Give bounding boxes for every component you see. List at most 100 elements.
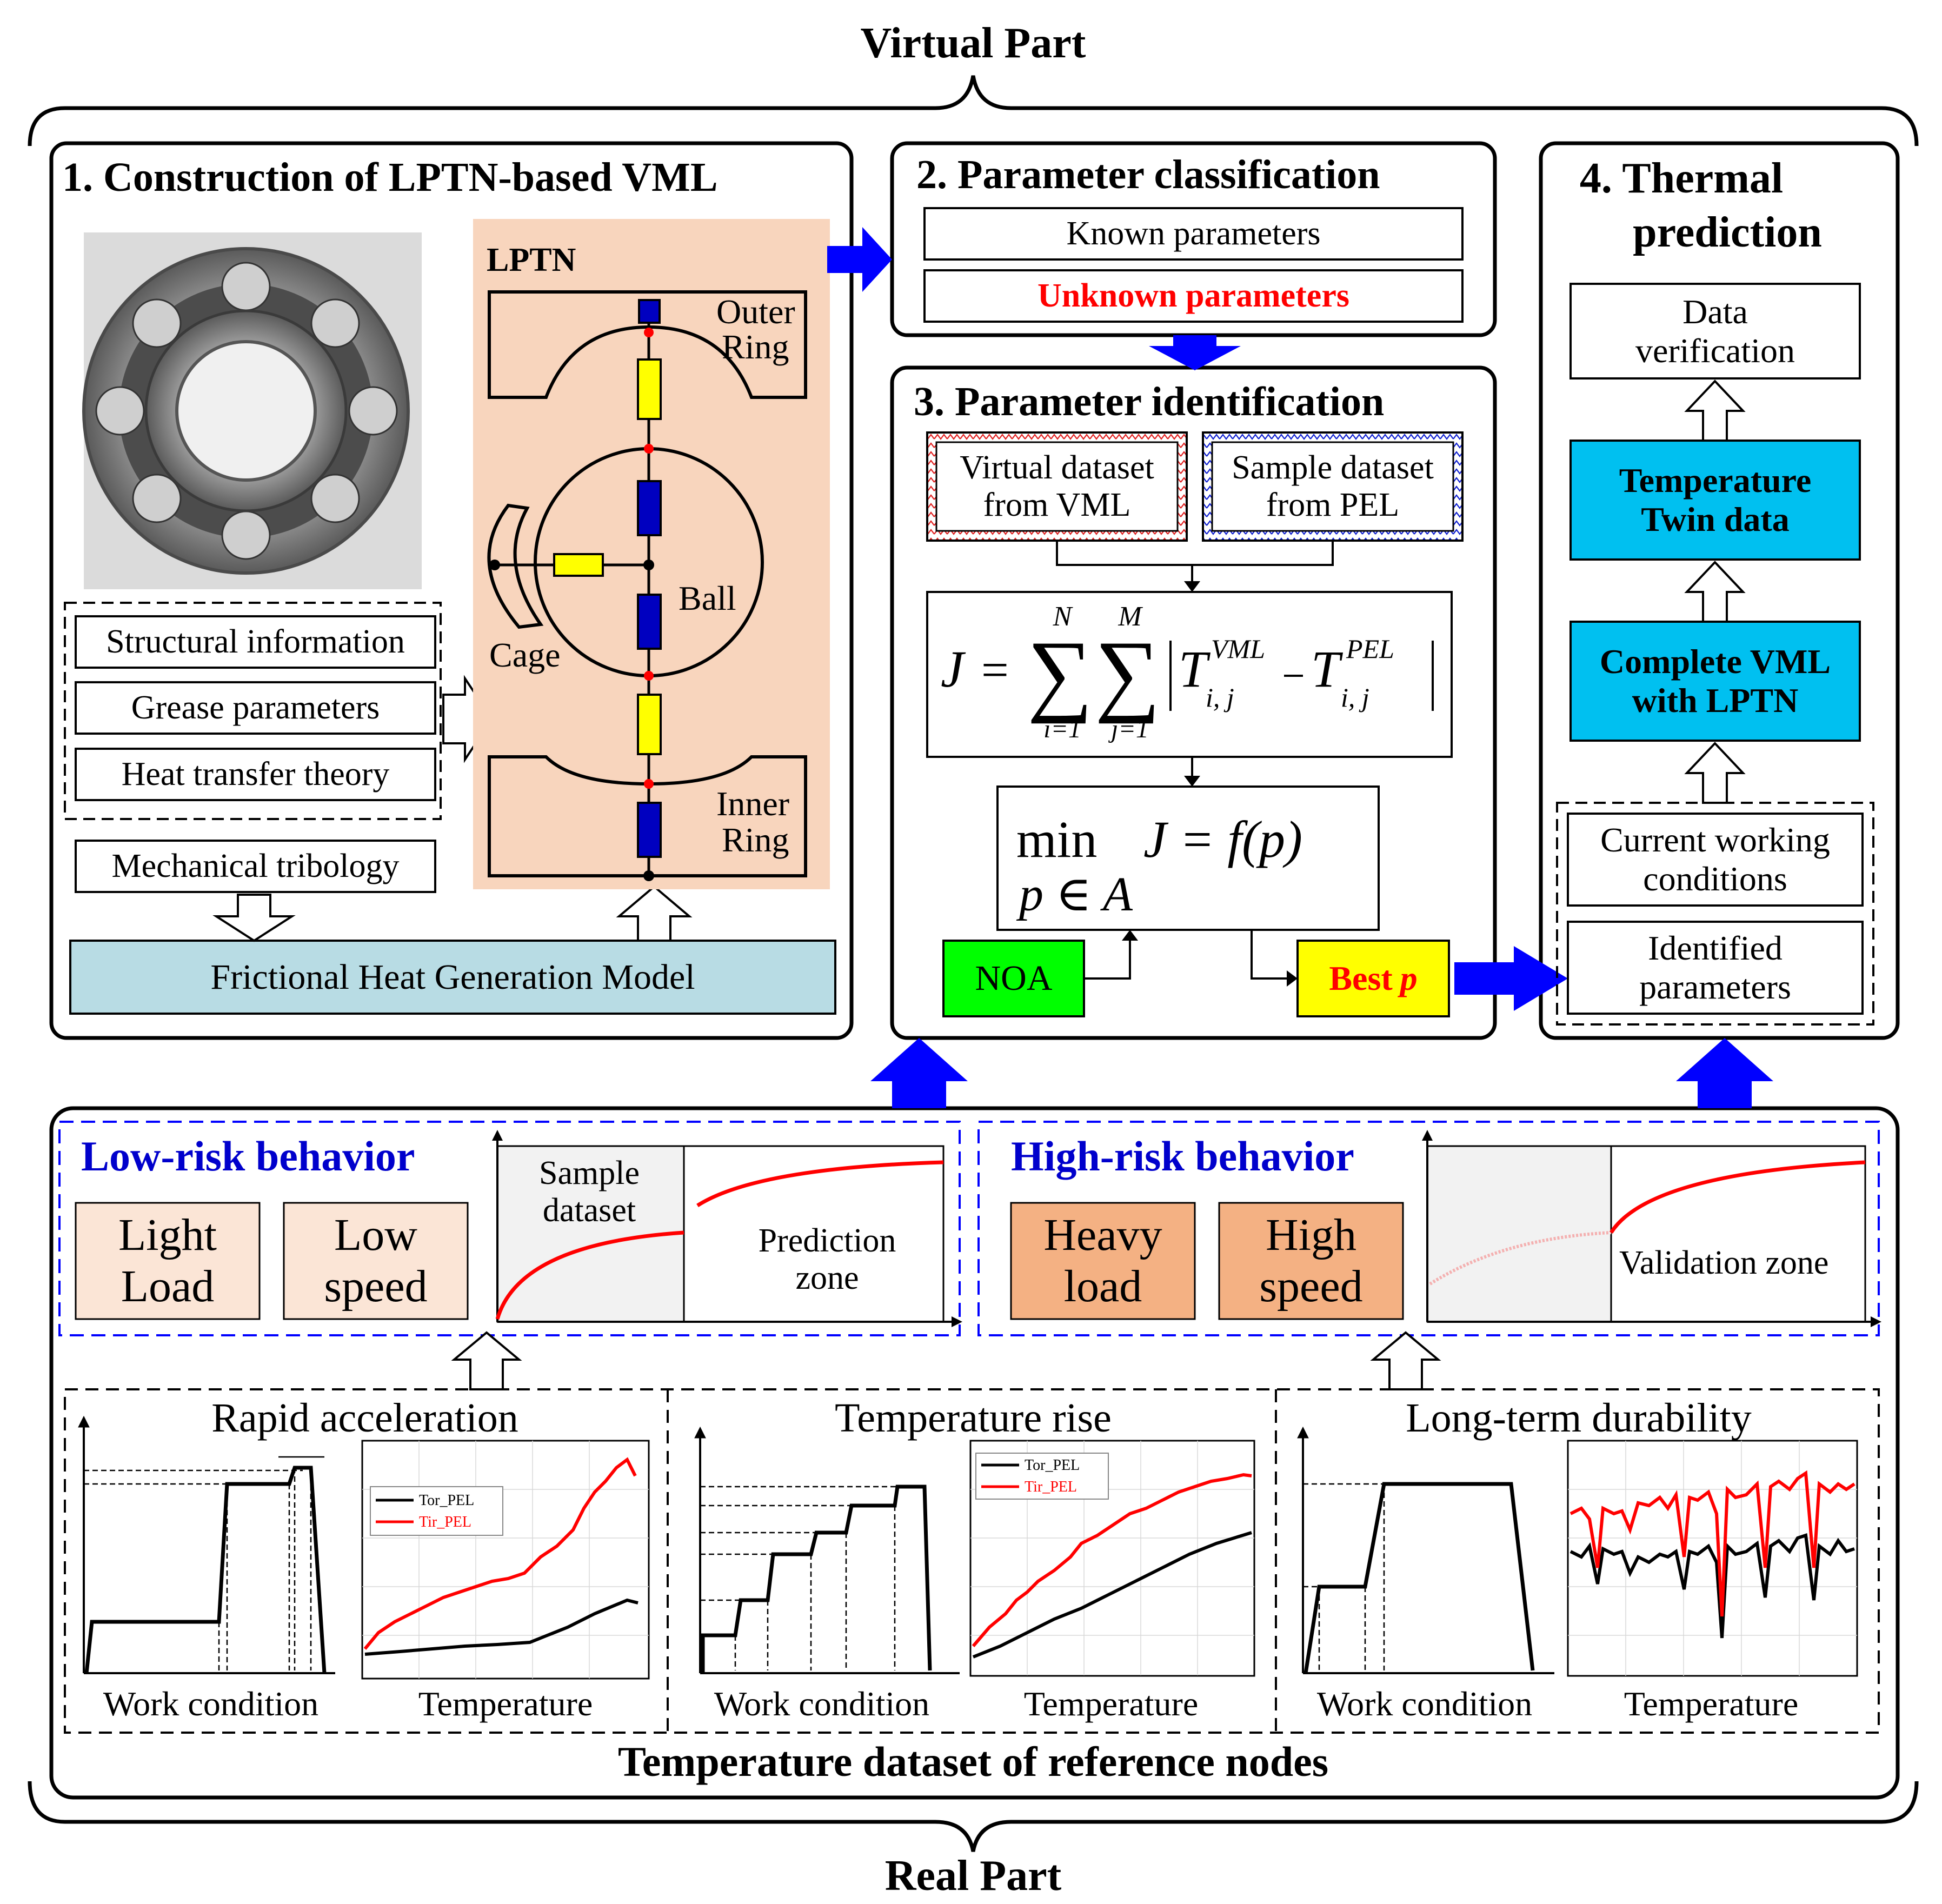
panel2-title: 2. Parameter classification xyxy=(916,152,1380,197)
panel4-title-1: 4. Thermal xyxy=(1579,155,1784,202)
unknown-parameters: Unknown parameters xyxy=(1037,277,1349,314)
virtual-dataset-line2: from VML xyxy=(983,487,1131,523)
info-grease: Grease parameters xyxy=(131,689,380,726)
cond2-legend-tor: Tor_PEL xyxy=(1025,1457,1080,1474)
light-load-line1: Light xyxy=(118,1210,217,1261)
dataset-title: Temperature dataset of reference nodes xyxy=(617,1738,1329,1785)
panel4-title-2: prediction xyxy=(1633,209,1822,256)
cond1-left-caption: Work condition xyxy=(103,1685,319,1723)
formula-T2: T xyxy=(1311,640,1340,698)
low-risk-title: Low-risk behavior xyxy=(81,1133,415,1180)
sum-upper-N: N xyxy=(1053,601,1072,632)
complete-vml-line2: with LPTN xyxy=(1632,681,1799,720)
known-parameters: Known parameters xyxy=(1066,215,1321,252)
conditions-frame xyxy=(64,1388,1880,1734)
complete-vml: Complete VML with LPTN xyxy=(1571,622,1860,741)
complete-vml-line1: Complete VML xyxy=(1599,642,1831,681)
panel4-frame xyxy=(1539,141,1900,1040)
sample-zone-line1: Sample xyxy=(539,1154,640,1191)
cage-label: Cage xyxy=(489,636,561,674)
cond2-right-caption: Temperature xyxy=(1023,1685,1199,1723)
prediction-zone-label: Prediction zone xyxy=(741,1222,914,1297)
data-verification-line2: verification xyxy=(1635,331,1795,370)
blue-arrow-up-p3 xyxy=(870,1038,968,1108)
blue-arrow-p3-p4 xyxy=(1454,946,1568,1011)
real-frame xyxy=(49,1106,1900,1800)
virtual-dataset-line1: Virtual dataset xyxy=(960,449,1154,486)
bearing-photo xyxy=(82,232,422,589)
friction-model-label: Frictional Heat Generation Model xyxy=(210,957,695,997)
lptn-cage xyxy=(487,503,544,629)
virtual-part-brace xyxy=(28,75,1919,147)
cond1-title: Rapid acceleration xyxy=(211,1395,518,1441)
high-speed-line1: High xyxy=(1266,1210,1356,1261)
sample-zone-line2: dataset xyxy=(542,1192,636,1229)
sum-sign-1: ∑ xyxy=(1027,622,1093,724)
cond3-right-caption: Temperature xyxy=(1624,1685,1799,1723)
blue-arrow-p2-p3 xyxy=(1149,335,1241,370)
blue-arrow-up-p4 xyxy=(1676,1038,1773,1108)
outer-ring-label-2: Ring xyxy=(722,328,789,366)
heavy-load-line1: Heavy xyxy=(1043,1210,1162,1261)
min-box xyxy=(996,785,1380,931)
sample-zone-label: Sample dataset xyxy=(519,1154,660,1230)
formula-geometry xyxy=(1169,641,1434,711)
inner-ring-label-1: Inner xyxy=(716,784,790,823)
high-risk-chart xyxy=(1422,1130,1881,1327)
data-verification-line1: Data xyxy=(1682,292,1748,331)
hollow-arrow-up xyxy=(616,885,693,942)
cond1-legend-tir: Tir_PEL xyxy=(419,1514,472,1530)
identified-line1: Identified xyxy=(1648,929,1783,968)
virtual-dataset-box: Virtual dataset from VML xyxy=(936,442,1178,531)
light-load-line2: Load xyxy=(121,1261,215,1312)
sum-sign-2: ∑ xyxy=(1095,622,1161,724)
identified-line2: parameters xyxy=(1639,968,1791,1006)
hollow-arrow-down xyxy=(212,894,296,942)
cond3-title: Long-term durability xyxy=(1406,1395,1752,1441)
cond1-legend-tor: Tor_PEL xyxy=(419,1492,475,1509)
validation-zone-label: Validation zone xyxy=(1619,1244,1829,1281)
prediction-zone-line1: Prediction xyxy=(758,1222,896,1259)
lptn-resistors xyxy=(553,299,662,858)
high-speed-card: High speed xyxy=(1219,1203,1403,1319)
blue-arrow-p1-p2 xyxy=(827,227,892,292)
cond2-legend-tir: Tir_PEL xyxy=(1025,1479,1078,1495)
high-speed-line2: speed xyxy=(1259,1261,1363,1312)
cond3-temp-plot xyxy=(1567,1440,1858,1677)
high-risk-frame xyxy=(977,1121,1880,1336)
objective-box xyxy=(926,591,1453,758)
formula-T2-sup: PEL xyxy=(1346,634,1394,664)
p4-hollow-arrows xyxy=(1684,380,1746,804)
lptn-title: LPTN xyxy=(487,242,576,278)
current-conditions-line1: Current working xyxy=(1600,821,1830,860)
cond2-left-caption: Work condition xyxy=(714,1685,930,1723)
sample-dataset-box: Sample dataset from PEL xyxy=(1212,442,1453,531)
sum-upper-M: M xyxy=(1118,601,1142,632)
light-load-card: Light Load xyxy=(76,1203,260,1319)
virtual-part-label: Virtual Part xyxy=(860,19,1086,67)
identified-parameters: Identified parameters xyxy=(1568,922,1863,1014)
twin-data-line1: Temperature xyxy=(1619,461,1812,500)
lptn-inner-ring xyxy=(488,755,807,877)
best-p-box xyxy=(1296,940,1450,1017)
cond3-work-plot xyxy=(1297,1426,1554,1674)
real-part-label: Real Part xyxy=(884,1852,1062,1900)
sample-dataset-line2: from PEL xyxy=(1266,487,1400,523)
formula-T1-sub: i, j xyxy=(1206,682,1234,713)
info-heat-transfer: Heat transfer theory xyxy=(121,755,390,793)
info-group-dashed xyxy=(64,602,442,820)
outer-ring-label-1: Outer xyxy=(716,292,795,331)
cond2-title: Temperature rise xyxy=(835,1395,1112,1441)
formula-equals: = xyxy=(981,643,1009,697)
cond3-left-caption: Work condition xyxy=(1316,1685,1533,1723)
lptn-nodes xyxy=(644,328,654,789)
ball-label: Ball xyxy=(679,579,736,617)
low-speed-line1: Low xyxy=(334,1210,417,1261)
cond1-temp-plot xyxy=(361,1440,650,1680)
low-risk-frame xyxy=(58,1121,961,1336)
low-risk-chart xyxy=(492,1130,962,1327)
constraint: p ∈ A xyxy=(1019,868,1133,921)
sample-dataset-line1: Sample dataset xyxy=(1232,449,1434,486)
